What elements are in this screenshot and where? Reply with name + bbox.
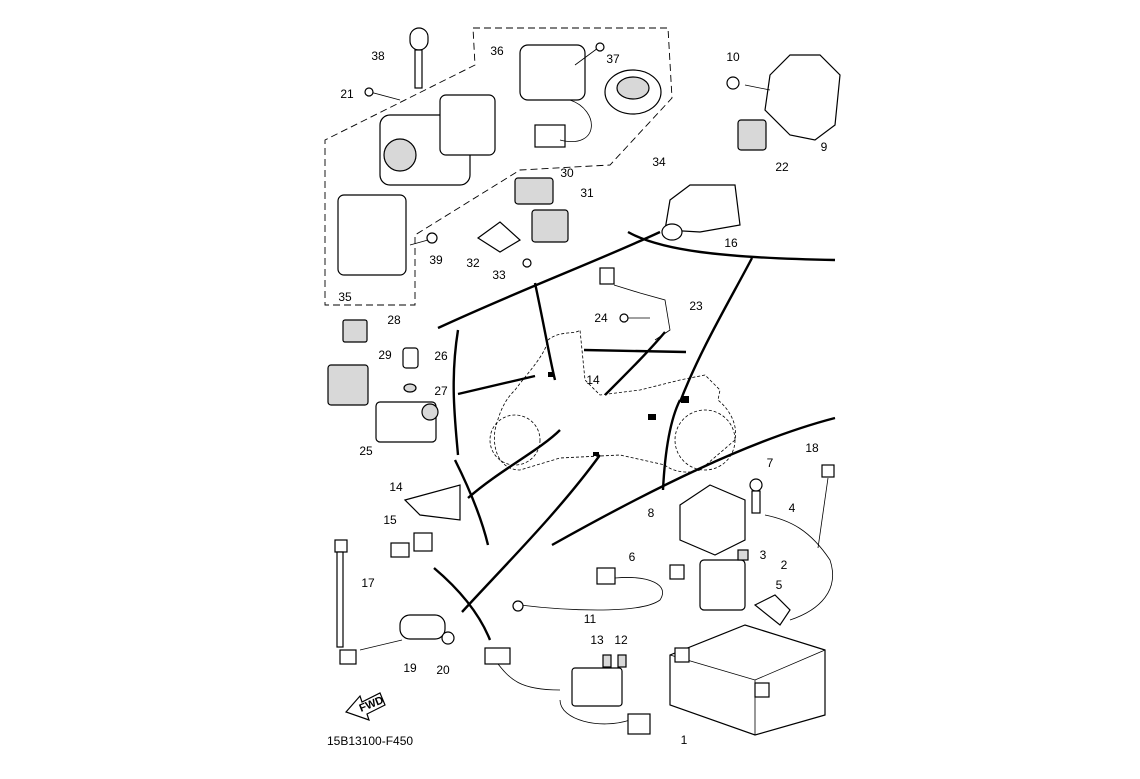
part-sensor-23 xyxy=(599,267,671,341)
callout-20: 20 xyxy=(436,663,450,677)
part-screw-21 xyxy=(364,87,401,101)
part-band-18 xyxy=(817,464,835,549)
part-cover-5 xyxy=(753,594,791,626)
part-clamp-14-15 xyxy=(390,484,461,558)
callout-3: 3 xyxy=(760,548,767,562)
callout-14-top: 14 xyxy=(586,373,600,387)
part-relay-28-29 xyxy=(327,319,369,406)
callout-39: 39 xyxy=(429,253,443,267)
callout-24: 24 xyxy=(594,311,608,325)
callout-8: 8 xyxy=(648,506,655,520)
callout-15: 15 xyxy=(383,513,397,527)
callout-16: 16 xyxy=(724,236,738,250)
part-ignition-coil-16 xyxy=(661,184,741,241)
part-coupler-22 xyxy=(737,119,767,151)
callout-38: 38 xyxy=(371,49,385,63)
part-lead-4 xyxy=(764,514,833,621)
part-ecu-9 xyxy=(726,54,841,141)
part-horn-19 xyxy=(339,614,455,665)
callout-11: 11 xyxy=(584,612,597,626)
callout-32: 32 xyxy=(466,256,480,270)
callout-6: 6 xyxy=(629,550,636,564)
motorcycle-outline xyxy=(489,329,737,473)
key-set-group-outline xyxy=(324,27,673,306)
callout-21: 21 xyxy=(340,87,354,101)
part-seat-lock xyxy=(519,44,592,148)
callout-9: 9 xyxy=(821,140,828,154)
part-code: 15B13100-F450 xyxy=(327,734,413,748)
callout-29: 29 xyxy=(378,348,392,362)
callout-18: 18 xyxy=(805,441,819,455)
callout-31: 31 xyxy=(580,186,594,200)
callout-5: 5 xyxy=(776,578,783,592)
part-key xyxy=(409,27,429,89)
part-bolt-7 xyxy=(749,478,763,514)
part-starter-relay-2 xyxy=(699,549,749,611)
callout-27: 27 xyxy=(434,384,448,398)
callout-12: 12 xyxy=(614,633,628,647)
callouts: 38 36 37 21 10 9 22 34 30 31 16 39 32 33… xyxy=(338,44,827,747)
part-bolt-26-27 xyxy=(402,347,419,393)
part-bracket-32 xyxy=(476,221,532,268)
part-flasher-25 xyxy=(375,401,439,443)
part-cable-6 xyxy=(512,564,685,612)
part-fuse-box-11 xyxy=(484,647,651,735)
callout-25: 25 xyxy=(359,444,373,458)
callout-10: 10 xyxy=(726,50,740,64)
callout-2: 2 xyxy=(781,558,788,572)
callout-1: 1 xyxy=(681,733,688,747)
region-separators xyxy=(433,230,836,641)
callout-17: 17 xyxy=(361,576,375,590)
part-cdi-35 xyxy=(337,194,407,276)
part-battery-box-8 xyxy=(679,484,746,556)
callout-4: 4 xyxy=(789,501,796,515)
callout-23: 23 xyxy=(689,299,703,313)
part-screw-37 xyxy=(574,42,605,66)
callout-37: 37 xyxy=(606,52,620,66)
callout-34: 34 xyxy=(652,155,666,169)
part-band-17 xyxy=(334,539,348,648)
callout-36: 36 xyxy=(490,44,504,58)
callout-28: 28 xyxy=(387,313,401,327)
part-fuel-cap xyxy=(604,69,662,115)
callout-33: 33 xyxy=(492,268,506,282)
part-battery-1 xyxy=(669,624,826,736)
callout-7: 7 xyxy=(767,456,774,470)
part-main-switch xyxy=(379,94,496,186)
part-relay-30-31 xyxy=(514,177,569,243)
callout-26: 26 xyxy=(434,349,448,363)
callout-30: 30 xyxy=(560,166,574,180)
part-bolt-39 xyxy=(409,232,438,246)
callout-22: 22 xyxy=(775,160,789,174)
callout-14: 14 xyxy=(389,480,403,494)
callout-13: 13 xyxy=(590,633,604,647)
callout-19: 19 xyxy=(403,661,417,675)
forward-arrow-icon: FWD xyxy=(344,692,386,721)
callout-35: 35 xyxy=(338,290,352,304)
